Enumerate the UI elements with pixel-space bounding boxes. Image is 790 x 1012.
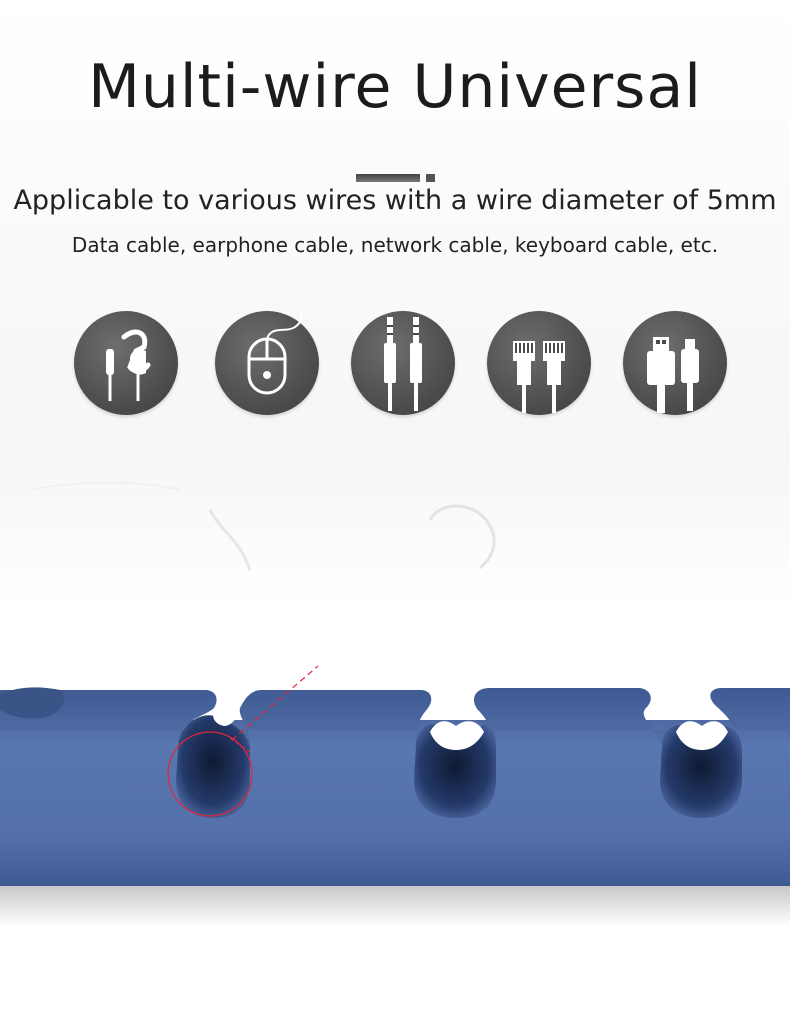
cable-organizer-product [0,450,790,1012]
data-cable-icon [623,311,727,415]
faded-icon-labels [0,428,790,448]
cable-type-icons [0,311,790,421]
network-cable-icon [487,311,591,415]
earphone-cable-icon [74,311,178,415]
subtitle: Applicable to various wires with a wire … [13,185,777,216]
compatible-cables-note: Data cable, earphone cable, network cabl… [71,233,719,257]
title-divider [356,174,436,182]
mouse-cable-icon [215,311,319,415]
headline: Multi-wire Universal [88,52,702,122]
audio-cable-icon [351,311,455,415]
